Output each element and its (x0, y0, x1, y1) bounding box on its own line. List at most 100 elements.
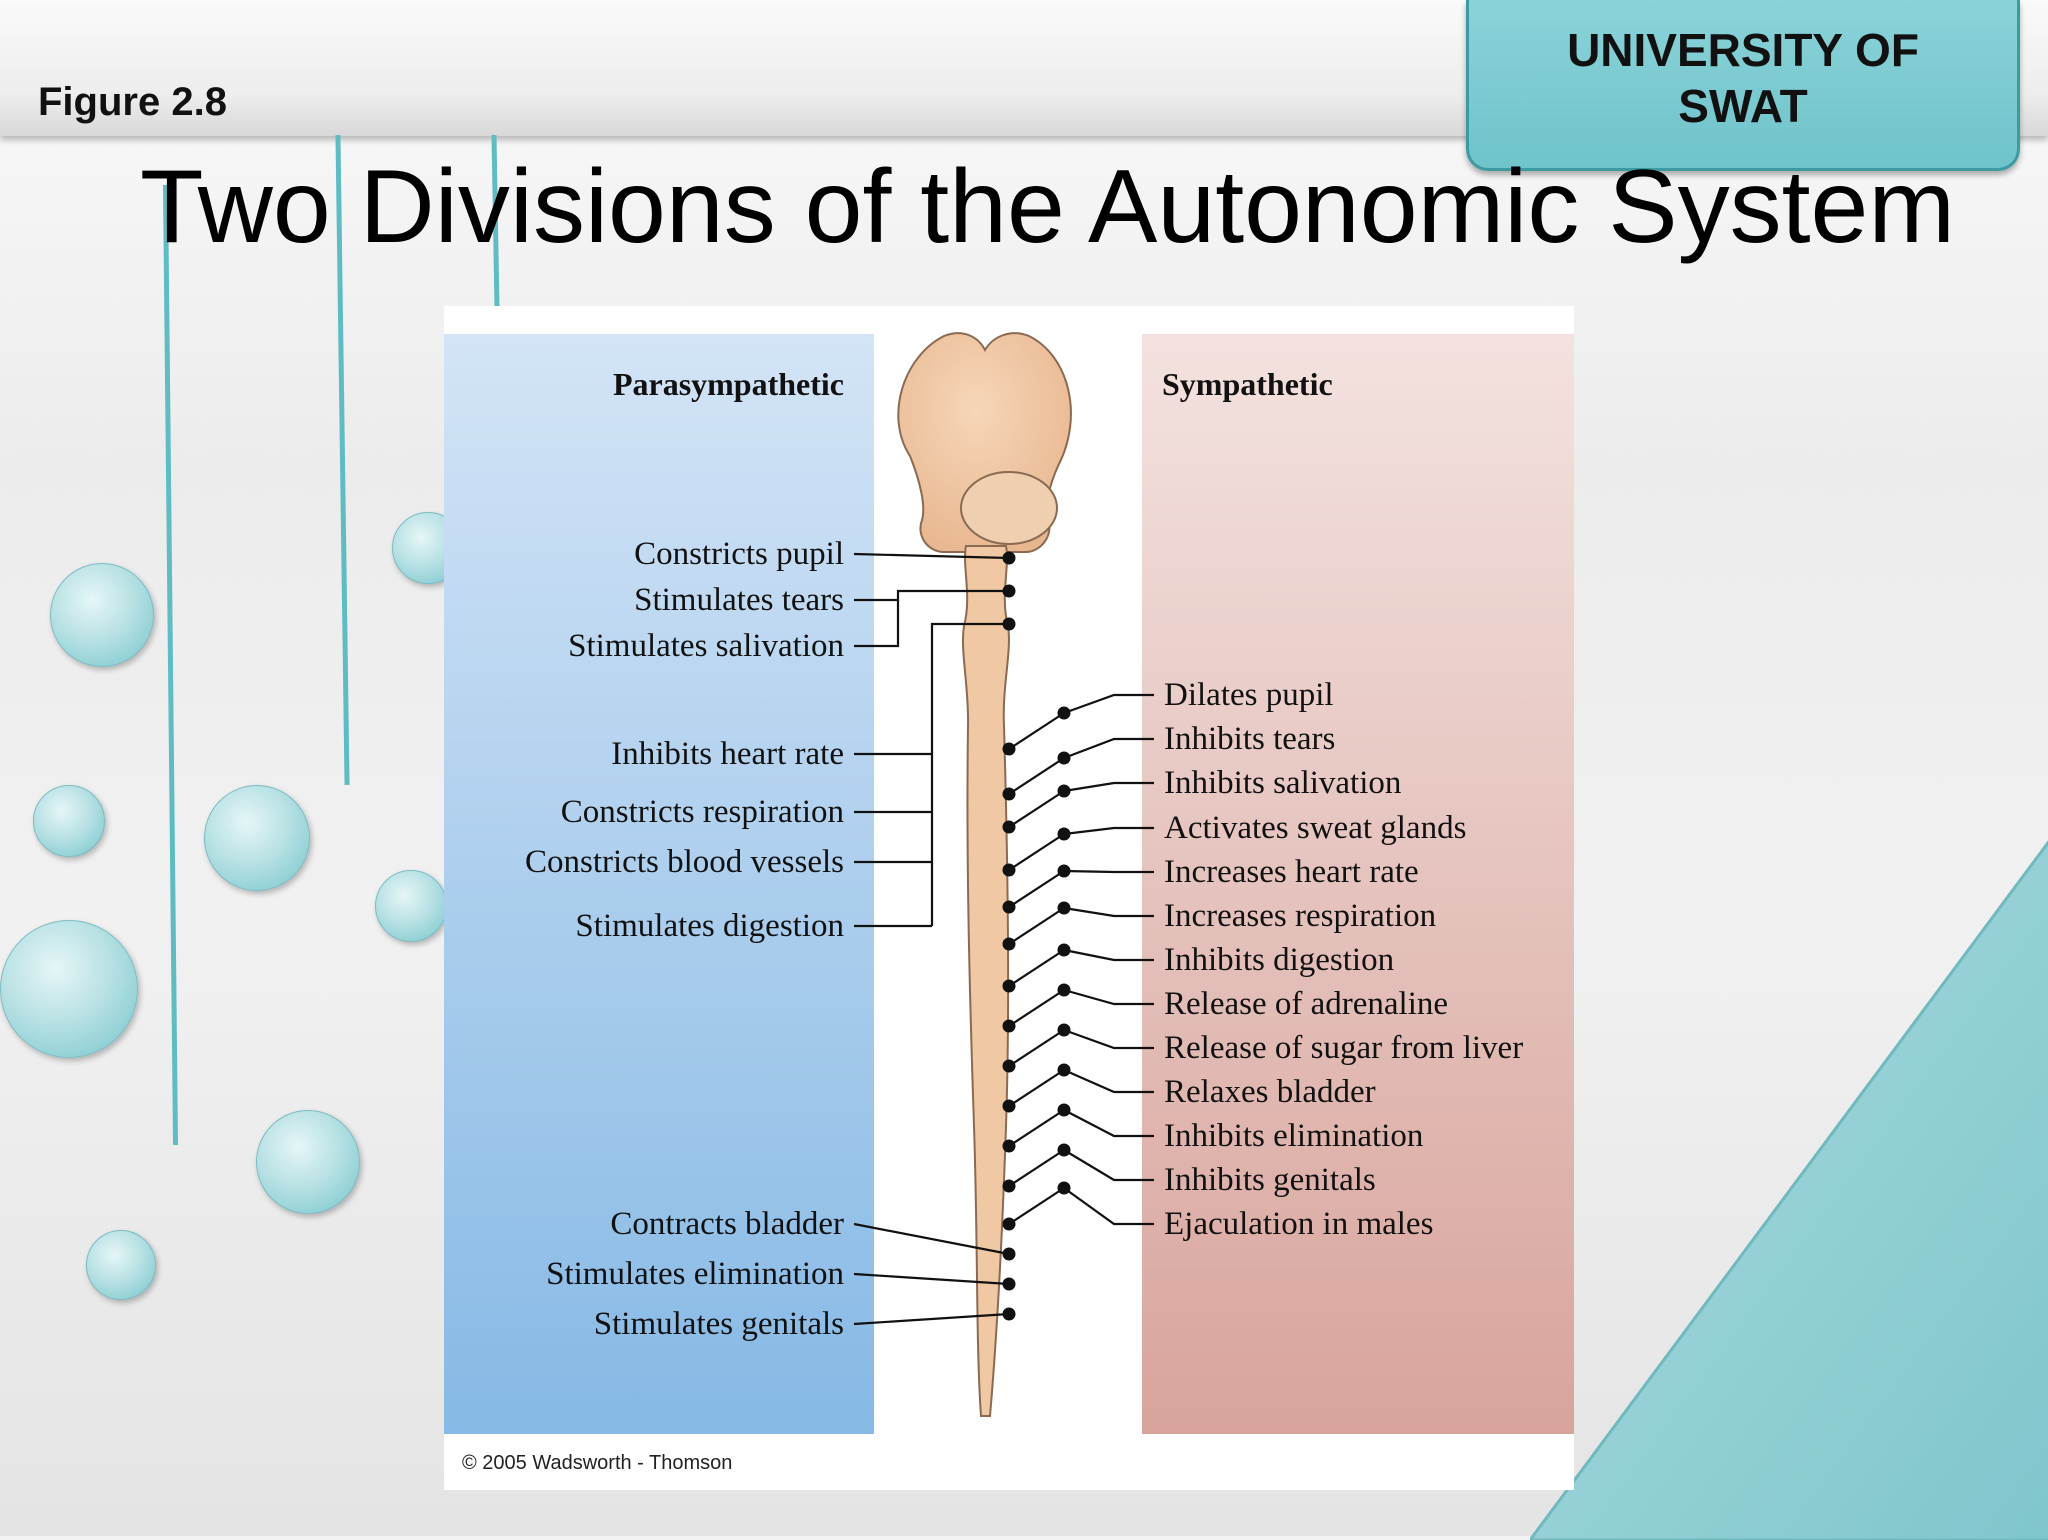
sympathetic-label: Activates sweat glands (1164, 810, 1466, 846)
sympathetic-panel (1142, 334, 1574, 1434)
sympathetic-label: Inhibits digestion (1164, 942, 1394, 978)
connector-line (1008, 790, 1065, 828)
parasympathetic-label: Stimulates genitals (594, 1306, 844, 1342)
connector-line (853, 1272, 1010, 1286)
nerve-dot (1002, 1307, 1016, 1321)
connector-line (853, 552, 1010, 560)
connector-line (1008, 1187, 1065, 1225)
spinal-cord (961, 545, 1010, 1417)
connector-line (1063, 1068, 1154, 1094)
parasympathetic-label: Constricts blood vessels (525, 844, 844, 880)
copyright-notice: © 2005 Wadsworth - Thomson (462, 1452, 733, 1474)
ganglion-dot (1057, 827, 1071, 841)
connector-line (853, 1312, 1010, 1326)
decor-bubble (86, 1230, 156, 1300)
parasympathetic-label: Stimulates elimination (546, 1256, 844, 1292)
nerve-dot (1002, 1099, 1016, 1113)
connector-line (1008, 1149, 1065, 1187)
sympathetic-label: Increases respiration (1164, 898, 1436, 934)
nerve-dot (1002, 820, 1016, 834)
connector-line (854, 600, 900, 648)
nerve-dot (1002, 863, 1016, 877)
sympathetic-label: Inhibits tears (1164, 721, 1335, 757)
connector-line (1008, 1029, 1065, 1067)
sympathetic-header: Sympathetic (1162, 366, 1333, 402)
nerve-dot (1002, 1217, 1016, 1231)
ganglion-dot (1057, 943, 1071, 957)
nerve-dot (1002, 1139, 1016, 1153)
connector-trunk (930, 622, 1009, 926)
nerve-dot (1002, 937, 1016, 951)
connector-line (1008, 757, 1065, 795)
decor-bubble (375, 870, 447, 942)
connector-line (1063, 693, 1154, 715)
connector-line (1063, 1028, 1154, 1050)
figure-label: Figure 2.8 (38, 80, 227, 124)
sympathetic-label: Increases heart rate (1164, 854, 1419, 890)
sympathetic-label: Relaxes bladder (1164, 1074, 1376, 1110)
sympathetic-label: Inhibits elimination (1164, 1118, 1423, 1154)
university-badge: UNIVERSITY OF SWAT (1466, 0, 2020, 171)
ganglion-dot (1057, 983, 1071, 997)
sympathetic-label: Inhibits salivation (1164, 765, 1401, 801)
sympathetic-label: Dilates pupil (1164, 677, 1334, 713)
parasympathetic-label: Stimulates tears (634, 582, 844, 618)
connector-line (1008, 833, 1065, 871)
nerve-dot (1002, 1277, 1016, 1291)
connector-line (1008, 1069, 1065, 1107)
connector-line (1063, 826, 1154, 836)
connector-line (1008, 1109, 1065, 1147)
ganglion-dot (1057, 784, 1071, 798)
connector-line (1063, 1109, 1154, 1138)
nerve-dot (1002, 1247, 1016, 1261)
nerve-dot (1002, 900, 1016, 914)
connector-line (1063, 737, 1154, 760)
badge-line-1: UNIVERSITY OF (1567, 24, 1919, 76)
connector-line (1008, 870, 1065, 908)
parasympathetic-label: Contracts bladder (610, 1206, 844, 1242)
nerve-dot (1002, 742, 1016, 756)
ganglion-dot (1057, 1143, 1071, 1157)
connector-line (1063, 988, 1154, 1006)
sympathetic-label: Release of sugar from liver (1164, 1030, 1523, 1066)
autonomic-diagram-svg: Parasympathetic Sympathetic Constricts p… (444, 332, 1574, 1434)
parasympathetic-label: Stimulates salivation (568, 628, 844, 664)
decor-line (162, 185, 179, 1145)
decor-bubble (50, 563, 154, 667)
nerve-dot (1002, 1059, 1016, 1073)
connector-line (1063, 869, 1154, 874)
autonomic-diagram: Parasympathetic Sympathetic Constricts p… (444, 306, 1574, 1490)
decor-triangle (1530, 840, 2048, 1540)
sympathetic-label: Release of adrenaline (1164, 986, 1448, 1022)
parasympathetic-label: Inhibits heart rate (611, 736, 844, 772)
parasympathetic-connectors (853, 552, 1010, 1326)
parasympathetic-label: Constricts respiration (561, 794, 844, 830)
parasympathetic-header: Parasympathetic (613, 366, 844, 402)
connector-line (1063, 948, 1154, 962)
nerve-dots (1002, 551, 1071, 1321)
decor-bubble (204, 785, 310, 891)
parasympathetic-panel (444, 334, 874, 1434)
connector-line (1008, 907, 1065, 945)
cerebellum (960, 471, 1058, 545)
sympathetic-connectors (1008, 693, 1154, 1226)
badge-line-2: SWAT (1678, 80, 1808, 132)
nerve-dot (1002, 1179, 1016, 1193)
decor-bubble (33, 785, 105, 857)
connector-line (854, 589, 1009, 602)
slide-title: Two Divisions of the Autonomic System (140, 149, 1955, 265)
sympathetic-label: Inhibits genitals (1164, 1162, 1376, 1198)
connector-line (1063, 1149, 1154, 1182)
ganglion-dot (1057, 1181, 1071, 1195)
ganglion-dot (1057, 1023, 1071, 1037)
nerve-dot (1002, 979, 1016, 993)
nerve-dot (1002, 617, 1016, 631)
connector-line (1008, 712, 1065, 750)
ganglion-dot (1057, 751, 1071, 765)
nerve-dot (1002, 787, 1016, 801)
ganglion-dot (1057, 706, 1071, 720)
ganglion-dot (1057, 864, 1071, 878)
connector-line (1063, 906, 1154, 918)
connector-line (1063, 1187, 1154, 1226)
decor-bubble (256, 1110, 360, 1214)
